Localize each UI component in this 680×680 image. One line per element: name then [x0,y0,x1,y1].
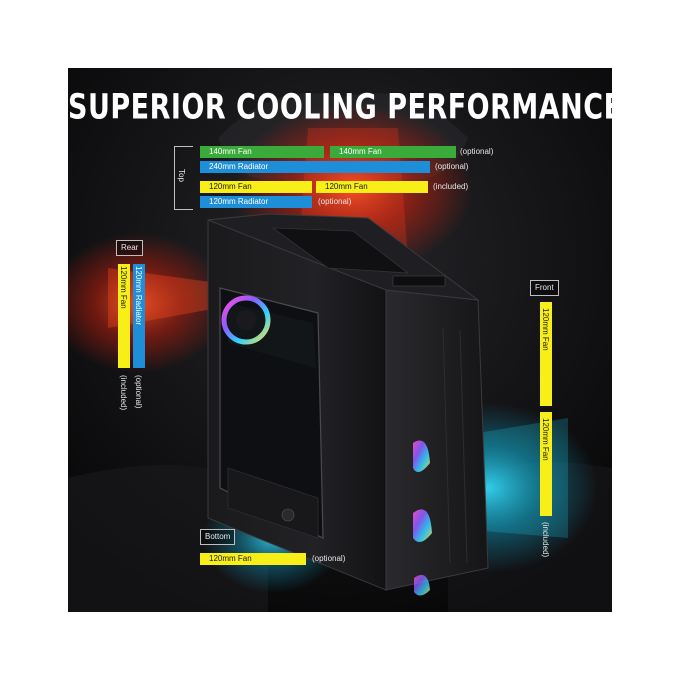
front-fan-b-text: 120mm Fan [541,418,550,461]
front-note: (included) [541,522,550,558]
top-radiator-240: 240mm Radiator [200,161,430,173]
front-fan-a-text: 120mm Fan [541,308,550,351]
rear-fan-note: (included) [119,375,128,411]
top-row2-note: (optional) [435,162,469,171]
top-bracket [174,146,193,210]
top-row4-note: (optional) [318,197,352,206]
rear-fan-bar [118,264,130,368]
bottom-label: Bottom [200,529,236,545]
rear-label: Rear [116,240,144,256]
front-fan-b-bar [540,412,552,516]
top-row1-note: (optional) [460,147,494,156]
rear-fan-text: 120mm Fan [119,266,128,309]
top-fan-140-a: 140mm Fan [200,146,324,158]
headline: SUPERIOR COOLING PERFORMANCE [68,88,612,128]
top-radiator-120: 120mm Radiator [200,196,312,208]
top-fan-120-b: 120mm Fan [316,181,428,193]
rear-radiator-bar [133,264,145,368]
top-row3-note: (included) [433,182,469,191]
top-fan-120-a: 120mm Fan [200,181,312,193]
bottom-note: (optional) [312,554,346,563]
front-fan-a-bar [540,302,552,406]
cooling-infographic: SUPERIOR COOLING PERFORMANCE Top 140mm F… [68,68,612,612]
top-label: Top [177,169,186,182]
bottom-fan: 120mm Fan [200,553,306,565]
top-fan-140-b: 140mm Fan [330,146,456,158]
rear-radiator-text: 120mm Radiator [134,266,143,326]
front-label: Front [530,280,559,296]
rear-radiator-note: (optional) [134,375,143,409]
